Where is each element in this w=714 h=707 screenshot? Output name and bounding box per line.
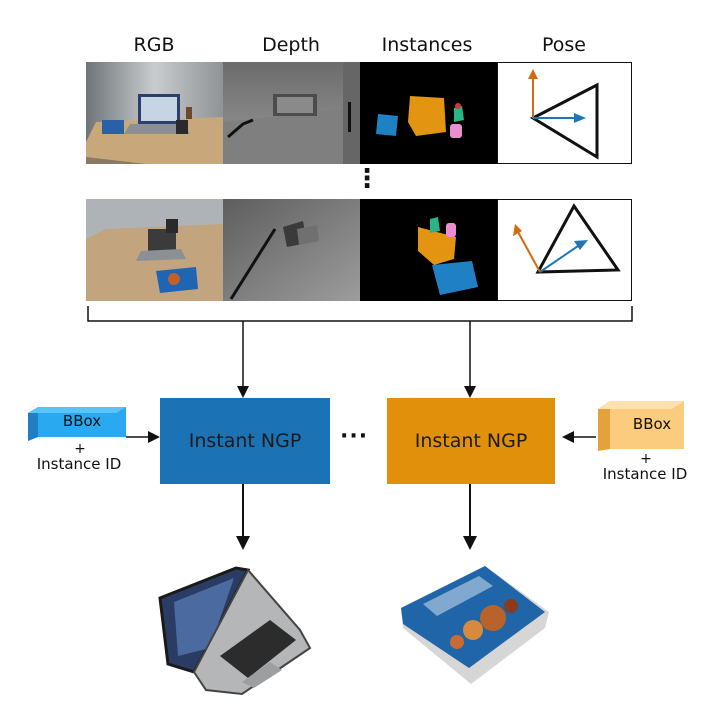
- instance-mask-frame-1: [360, 62, 497, 164]
- reconstructed-laptop: [150, 560, 320, 700]
- vertical-ellipsis: ⋮: [354, 164, 381, 194]
- bbox-icon-right: [596, 395, 686, 451]
- instant-ngp-block-blue: Instant NGP: [160, 398, 330, 484]
- plus-sign-left: +: [74, 441, 86, 457]
- plus-sign-right: +: [640, 451, 652, 467]
- depth-map-frame-2: [223, 199, 360, 301]
- bbox-label-right: BBox: [632, 415, 672, 433]
- instance-id-label-right: Instance ID: [602, 465, 688, 483]
- instant-ngp-block-orange: Instant NGP: [387, 398, 555, 484]
- column-header-pose: Pose: [542, 34, 586, 56]
- column-header-rgb: RGB: [133, 34, 175, 56]
- bbox-label-left: BBox: [62, 412, 102, 430]
- column-header-depth: Depth: [262, 34, 320, 56]
- pose-frame-2: [497, 199, 632, 301]
- column-header-instances: Instances: [381, 34, 473, 56]
- depth-map-frame-1: [223, 62, 360, 164]
- pose-frame-1: [497, 62, 632, 164]
- rgb-image-frame-2: [86, 199, 223, 301]
- reconstructed-book: [393, 560, 553, 690]
- instance-mask-frame-2: [360, 199, 497, 301]
- bbox-icon-left: [26, 405, 128, 441]
- rgb-image-frame-1: [86, 62, 223, 164]
- horizontal-ellipsis: ···: [340, 424, 369, 449]
- instance-id-label-left: Instance ID: [36, 455, 122, 473]
